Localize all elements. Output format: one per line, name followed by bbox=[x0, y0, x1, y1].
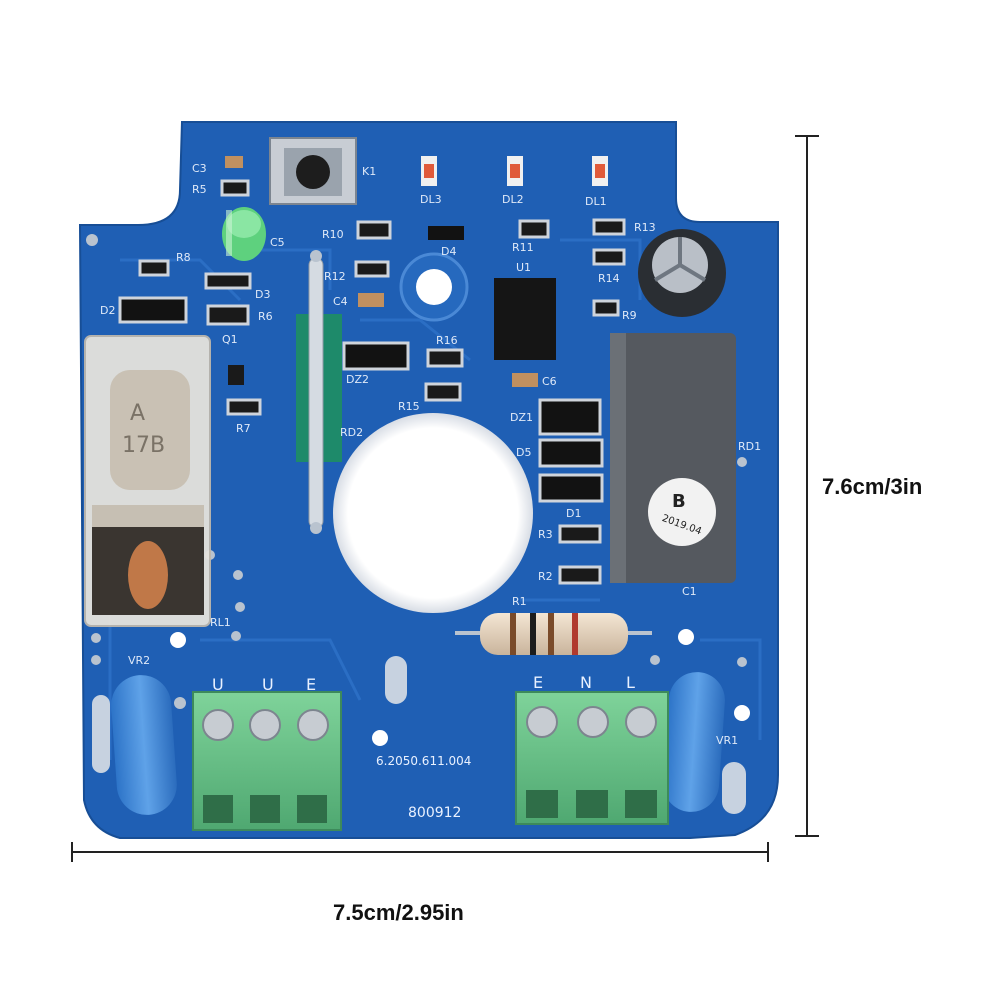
varistor-vr1 bbox=[663, 672, 725, 812]
silk-vr1: VR1 bbox=[716, 734, 738, 747]
reed-switch-rd2 bbox=[296, 250, 342, 534]
relay-marking-17b: 17B bbox=[122, 433, 165, 458]
silk-c3: C3 bbox=[192, 162, 207, 175]
x-capacitor-c1: B 2019.04 bbox=[610, 333, 736, 583]
center-mount-hole bbox=[333, 413, 533, 613]
silk-u1: U1 bbox=[516, 261, 531, 274]
smd-components bbox=[118, 156, 626, 585]
silk-r14: R14 bbox=[598, 272, 620, 285]
led-dl1 bbox=[592, 156, 608, 186]
silk-c4: C4 bbox=[333, 295, 348, 308]
silk-r12: R12 bbox=[324, 270, 346, 283]
relay-rl1: A 17B bbox=[84, 335, 211, 627]
terminal-labels-left: U U E bbox=[212, 675, 316, 694]
silk-r16: R16 bbox=[436, 334, 458, 347]
capacitor-grade: B bbox=[672, 491, 686, 512]
push-button-k1 bbox=[269, 137, 357, 205]
silk-r15: R15 bbox=[398, 400, 420, 413]
slot bbox=[92, 695, 110, 773]
silk-r2: R2 bbox=[538, 570, 553, 583]
silk-d5: D5 bbox=[516, 446, 531, 459]
width-dimension-label: 7.5cm/2.95in bbox=[333, 900, 464, 925]
silk-c1: C1 bbox=[682, 585, 697, 598]
width-dimension-line bbox=[71, 842, 769, 862]
silk-rd2: RD2 bbox=[340, 426, 363, 439]
silk-vr2: VR2 bbox=[128, 654, 150, 667]
resistor-r1 bbox=[455, 613, 652, 655]
silk-r9: R9 bbox=[622, 309, 637, 322]
slot bbox=[722, 762, 746, 814]
silk-r7: R7 bbox=[236, 422, 251, 435]
terminal-label: L bbox=[626, 673, 635, 692]
capacitor-c5 bbox=[222, 207, 266, 261]
silk-r13: R13 bbox=[634, 221, 656, 234]
silk-r8: R8 bbox=[176, 251, 191, 264]
silkscreen-labels: C3 R5 K1 C5 R8 D3 D2 R6 Q1 R7 DL3 DL2 DL… bbox=[100, 162, 761, 747]
silk-dz1: DZ1 bbox=[510, 411, 533, 424]
small-hole bbox=[734, 705, 750, 721]
led-dl2 bbox=[507, 156, 523, 186]
terminal-block-left bbox=[192, 691, 342, 831]
silk-d4: D4 bbox=[441, 245, 456, 258]
electrolytic-capacitor bbox=[638, 229, 726, 317]
relay-marking-a: A bbox=[130, 401, 145, 426]
terminal-label: E bbox=[533, 673, 543, 692]
silk-q1: Q1 bbox=[222, 333, 238, 346]
solder-pads bbox=[86, 234, 747, 709]
silk-rl1: RL1 bbox=[210, 616, 231, 629]
silk-c6: C6 bbox=[542, 375, 557, 388]
small-hole bbox=[372, 730, 388, 746]
terminal-block-right bbox=[515, 691, 669, 825]
terminal-label: U bbox=[212, 675, 224, 694]
silk-d2: D2 bbox=[100, 304, 115, 317]
serial-number: 800912 bbox=[408, 805, 461, 821]
silk-k1: K1 bbox=[362, 165, 376, 178]
slot bbox=[385, 656, 407, 704]
height-dimension-line bbox=[795, 135, 819, 837]
part-number: 6.2050.611.004 bbox=[376, 754, 471, 768]
led-dl3 bbox=[421, 156, 437, 186]
silk-dl1: DL1 bbox=[585, 195, 607, 208]
silk-d3: D3 bbox=[255, 288, 270, 301]
small-hole bbox=[170, 632, 186, 648]
terminal-labels-right: E N L bbox=[533, 673, 635, 692]
silk-d1: D1 bbox=[566, 507, 581, 520]
silk-r11: R11 bbox=[512, 241, 534, 254]
terminal-label: U bbox=[262, 675, 274, 694]
silk-dl3: DL3 bbox=[420, 193, 442, 206]
silk-r5: R5 bbox=[192, 183, 207, 196]
silk-dl2: DL2 bbox=[502, 193, 524, 206]
silk-c5: C5 bbox=[270, 236, 285, 249]
varistor-vr2 bbox=[111, 675, 177, 815]
height-dimension-label: 7.6cm/3in bbox=[822, 474, 923, 499]
terminal-label: N bbox=[580, 673, 592, 692]
silk-r10: R10 bbox=[322, 228, 344, 241]
silk-dz2: DZ2 bbox=[346, 373, 369, 386]
small-hole bbox=[678, 629, 694, 645]
silk-r3: R3 bbox=[538, 528, 553, 541]
silk-r6: R6 bbox=[258, 310, 273, 323]
terminal-label: E bbox=[306, 675, 316, 694]
silk-r1: R1 bbox=[512, 595, 527, 608]
silk-rd1: RD1 bbox=[738, 440, 761, 453]
